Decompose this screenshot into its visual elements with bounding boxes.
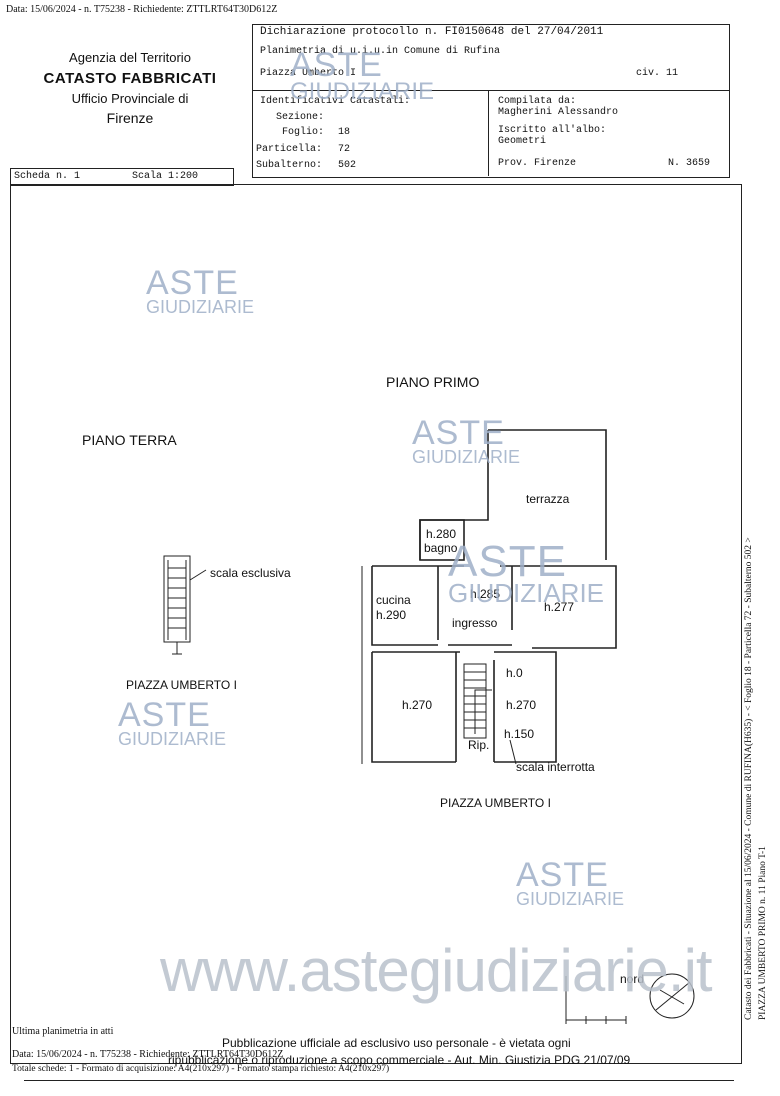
particella-label: Particella:	[256, 144, 323, 155]
side-cadastral-line: Catasto dei Fabbricati - Situazione al 1…	[744, 537, 754, 1020]
subalterno-label: Subalterno:	[256, 160, 323, 171]
civic-number: civ. 11	[636, 68, 679, 79]
agency-city: Firenze	[106, 110, 154, 126]
header-col-divider	[488, 90, 489, 176]
footer-rule	[24, 1080, 734, 1081]
label-piano-terra: PIANO TERRA	[82, 432, 177, 448]
label-h285: h.285	[470, 587, 501, 601]
footer-publication-2: ripubblicazione o riproduzione a scopo c…	[168, 1053, 631, 1067]
label-h277: h.277	[544, 600, 575, 614]
label-nord: nord	[620, 972, 645, 986]
footer-ultima: Ultima planimetria in atti	[12, 1026, 114, 1037]
label-scala-interrotta: scala interrotta	[516, 760, 595, 774]
identifiers-title: Identificativi Catastali:	[260, 96, 411, 107]
footer-publication-1: Pubblicazione ufficiale ad esclusivo uso…	[222, 1036, 571, 1050]
label-bagno: bagno	[424, 541, 458, 555]
footer-totale: Totale schede: 1 - Formato di acquisizio…	[12, 1064, 390, 1074]
side-address-line: PIAZZA UMBERTO PRIMO n. 11 Piano T-1	[758, 846, 768, 1020]
watermark-site: www.astegiudiziarie.it	[160, 937, 713, 1004]
footer-data: Data: 15/06/2024 - n. T75238 - Richieden…	[12, 1049, 284, 1060]
scale-value: Scala 1:200	[132, 171, 199, 182]
address-line: Piazza Umberto I	[260, 68, 357, 79]
compiled-by-label: Compilata da:	[498, 96, 577, 107]
label-h280: h.280	[426, 527, 457, 541]
compiler-name: Magherini Alessandro	[498, 107, 619, 118]
label-piazza-left: PIAZZA UMBERTO I	[126, 678, 237, 692]
label-scala-esclusiva: scala esclusiva	[210, 566, 291, 580]
planimetry-line: Planimetria di u.i.u.in Comune di Rufina	[260, 46, 501, 57]
label-cucina: cucina	[376, 593, 411, 607]
sezione-label: Sezione:	[276, 112, 325, 123]
foglio-value: 18	[338, 127, 351, 138]
albo-value: Geometri	[498, 136, 547, 147]
declaration-line: Dichiarazione protocollo n. FI0150648 de…	[260, 26, 604, 38]
province: Prov. Firenze	[498, 158, 577, 169]
label-piano-primo: PIANO PRIMO	[386, 374, 480, 390]
label-piazza-right: PIAZZA UMBERTO I	[440, 796, 551, 810]
label-h0: h.0	[506, 666, 523, 680]
agency-catasto: CATASTO FABBRICATI	[43, 70, 217, 87]
label-h150: h.150	[504, 727, 535, 741]
foglio-label: Foglio:	[282, 127, 325, 138]
subalterno-value: 502	[338, 160, 357, 171]
label-h270-left: h.270	[402, 698, 433, 712]
label-h270-right: h.270	[506, 698, 537, 712]
register-number: N. 3659	[668, 158, 711, 169]
agency-name: Agenzia del Territorio	[69, 50, 191, 65]
header-box	[252, 24, 730, 178]
agency-office: Ufficio Provinciale di	[71, 91, 189, 106]
albo-label: Iscritto all'albo:	[498, 125, 607, 136]
drawing-frame	[10, 184, 742, 1064]
particella-value: 72	[338, 144, 351, 155]
label-rip: Rip.	[468, 738, 490, 752]
header-request-line: Data: 15/06/2024 - n. T75238 - Richieden…	[6, 4, 278, 15]
scheda-number: Scheda n. 1	[14, 171, 81, 182]
label-h290: h.290	[376, 608, 407, 622]
label-terrazza: terrazza	[526, 492, 570, 506]
scheda-box	[10, 168, 234, 186]
header-divider	[252, 90, 730, 91]
label-ingresso: ingresso	[452, 616, 498, 630]
